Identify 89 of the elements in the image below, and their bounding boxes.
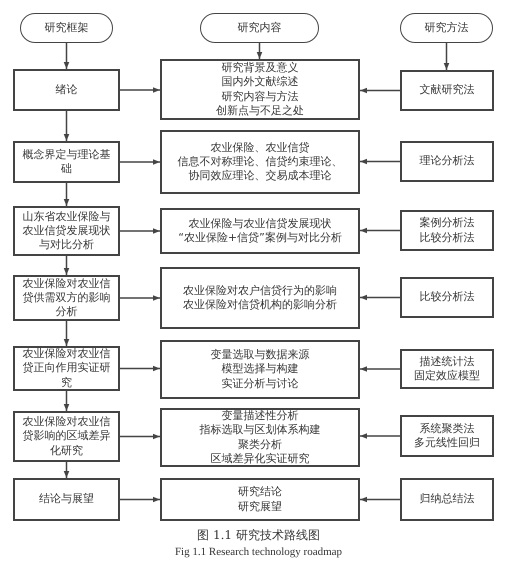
box-text: 绪论 (56, 82, 78, 98)
box-text: 创新点与不足之处 (216, 104, 304, 118)
content-box (160, 267, 360, 329)
arrow (120, 295, 160, 301)
content-box (160, 208, 360, 254)
box-text: 描述统计法 (420, 354, 474, 369)
box-text: 变量选取与数据来源 (210, 348, 310, 362)
arrow (444, 43, 450, 70)
method-box (400, 478, 494, 521)
content-box (160, 478, 360, 521)
arrow (120, 159, 160, 165)
box-text: 研究结论 (238, 485, 282, 500)
arrow (64, 321, 70, 346)
box-text: 多元线性回归 (414, 436, 480, 450)
arrow (64, 183, 70, 206)
arrow (64, 111, 70, 141)
content-box (160, 408, 360, 467)
box-text: 农业保险与农业信贷发展现状 (188, 216, 332, 231)
box-text: 系统聚类法 (420, 422, 474, 436)
method-box (400, 210, 494, 251)
header-pill (400, 13, 493, 43)
arrow (256, 43, 262, 59)
box-text: 聚类分析 (238, 438, 282, 452)
header-pill (20, 13, 113, 43)
arrow (120, 366, 160, 372)
arrow (120, 87, 160, 93)
header-pill (200, 13, 319, 43)
content-box (160, 59, 360, 120)
arrow (360, 158, 400, 164)
box-text: 实证分析与讨论 (222, 376, 298, 391)
box-text: 归纳总结法 (420, 492, 474, 507)
arrow (120, 496, 160, 502)
figure-caption-english: Fig 1.1 Research technology roadmap (174, 546, 344, 558)
box-text: 固定效应模型 (414, 369, 480, 384)
arrow (360, 496, 400, 502)
arrow (64, 43, 70, 69)
box-text: 农业保险对农业信贷正向作用实证研究 (22, 347, 112, 390)
box-text: 研究框架 (44, 20, 88, 36)
box-text: “农业保险+信贷”案例与对比分析 (178, 231, 342, 246)
stage-box (13, 275, 120, 321)
box-text: 研究内容与方法 (222, 90, 298, 104)
content-box (160, 130, 360, 194)
box-text: 文献研究法 (420, 83, 474, 98)
content-box (160, 340, 360, 399)
stage-box (13, 346, 120, 391)
arrow (64, 462, 70, 478)
arrow (120, 228, 160, 234)
arrow (64, 256, 70, 275)
arrow (64, 391, 70, 411)
box-text: 研究背景及意义 (222, 60, 298, 76)
box-text: 模型选择与构建 (222, 362, 298, 377)
box-text: 农业保险对信贷机构的影响分析 (183, 298, 337, 312)
box-text: 协同效应理论、交易成本理论 (188, 169, 332, 184)
box-text: 研究方法 (424, 20, 468, 36)
stage-box (13, 478, 120, 521)
method-box (400, 415, 494, 457)
box-text: 研究内容 (238, 20, 282, 36)
box-text: 农业保险对农户信贷行为的影响 (183, 284, 337, 298)
arrow (360, 433, 400, 439)
box-text: 比较分析法 (420, 290, 474, 305)
box-text: 研究展望 (238, 500, 282, 514)
arrow (360, 294, 400, 300)
figure-caption: 图 1.1 研究技术路线图 (196, 527, 321, 544)
box-text: 理论分析法 (420, 154, 474, 169)
box-text: 变量描述性分析 (222, 408, 298, 424)
box-text: 结论与展望 (39, 492, 94, 507)
arrow (360, 88, 400, 94)
box-text: 案例分析法 (420, 216, 474, 230)
box-text: 比较分析法 (420, 230, 474, 245)
method-box (400, 349, 494, 389)
box-text: 农业保险对农业信贷供需双方的影响分析 (22, 276, 112, 320)
stage-box (13, 69, 120, 111)
arrow (120, 434, 160, 440)
stage-box (13, 411, 120, 462)
box-text: 指标选取与区划体系构建 (200, 423, 320, 438)
box-text: 区域差异化实证研究 (210, 452, 310, 466)
box-text: 农业保险对农业信贷影响的区域差异化研究 (22, 415, 112, 458)
box-text: 农业保险、农业信贷 (210, 140, 310, 155)
method-box (400, 277, 494, 318)
method-box (400, 70, 494, 111)
arrow (360, 228, 400, 234)
stage-box (13, 141, 120, 183)
box-text: 概念界定与理论基础 (22, 148, 112, 176)
stage-box (13, 206, 120, 256)
box-text: 信息不对称理论、信贷约束理论、 (178, 154, 342, 170)
box-text: 山东省农业保险与农业信贷发展现状与对比分析 (22, 210, 112, 252)
box-text: 国内外文献综述 (222, 75, 298, 90)
method-box (400, 141, 494, 182)
arrow (360, 366, 400, 372)
